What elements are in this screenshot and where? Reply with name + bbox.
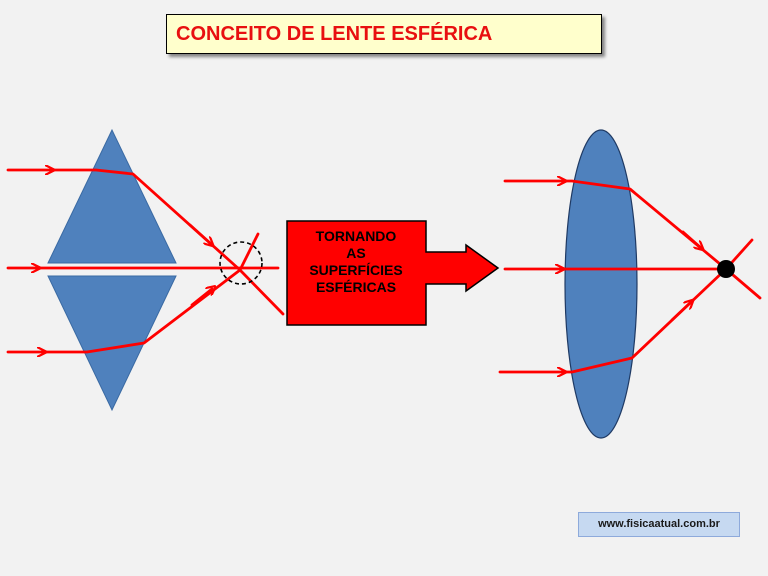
- slide-title: CONCEITO DE LENTE ESFÉRICA: [166, 14, 602, 54]
- spherical-lens: [564, 129, 638, 439]
- transition-label-line-4: ESFÉRICAS: [315, 279, 397, 295]
- transition-label: TORNANDO AS SUPERFÍCIES ESFÉRICAS: [288, 228, 424, 296]
- prism-ray-top-arrow: [188, 223, 210, 243]
- prism-ray-top: [48, 168, 285, 316]
- lens-ray-bottom: [560, 238, 754, 374]
- transition-label-line-3: SUPERFÍCIES: [309, 262, 403, 278]
- lower-prism: [47, 275, 177, 412]
- prism-ray-bottom-arrow: [190, 289, 212, 307]
- lens-ray-bottom-arrow: [670, 303, 690, 322]
- prism-ray-bottom: [40, 232, 260, 354]
- transition-label-line-2: AS: [346, 245, 366, 261]
- focus-point-icon: [717, 260, 735, 278]
- lens-ray-top-arrow: [681, 230, 700, 247]
- lens-ray-top: [560, 179, 762, 300]
- dashed-circle-icon: [219, 241, 263, 285]
- credit-link[interactable]: www.fisicaatual.com.br: [578, 512, 740, 537]
- transition-arrow: [286, 220, 500, 326]
- upper-prism: [47, 128, 177, 264]
- transition-label-line-1: TORNANDO: [315, 228, 397, 244]
